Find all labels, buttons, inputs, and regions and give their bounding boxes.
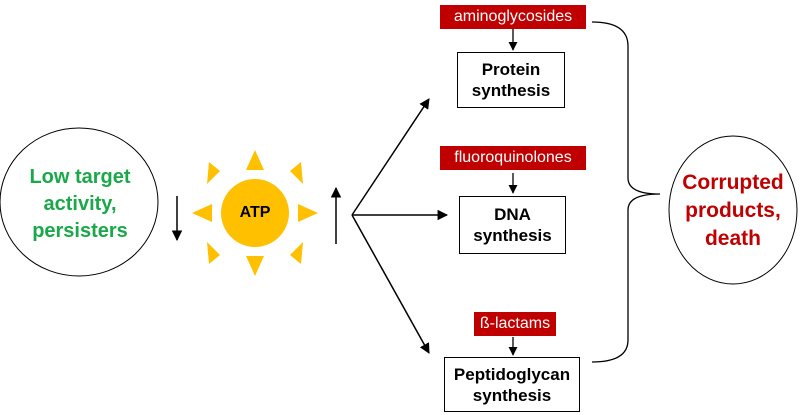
sun-icon [192, 150, 318, 276]
peptidoglycan-synthesis-box: Peptidoglycan synthesis [444, 357, 580, 412]
protein-synthesis-box: Protein synthesis [457, 52, 565, 108]
aminoglycosides-badge: aminoglycosides [440, 5, 586, 29]
persisters-label: Low target activity, persisters [29, 165, 131, 242]
lactams-badge: ß-lactams [474, 312, 556, 336]
atp-label: ATP [239, 204, 271, 221]
fan-arrow-peptidoglycan [351, 214, 430, 354]
persisters-oval [0, 127, 159, 277]
outcome-label: Corrupted products, death [682, 171, 784, 250]
fan-arrow-protein [351, 98, 430, 216]
outcome-oval [668, 135, 798, 285]
grouping-brace [591, 21, 661, 363]
dna-synthesis-box: DNA synthesis [459, 196, 566, 254]
fluoroquinolones-badge: fluoroquinolones [440, 146, 586, 170]
